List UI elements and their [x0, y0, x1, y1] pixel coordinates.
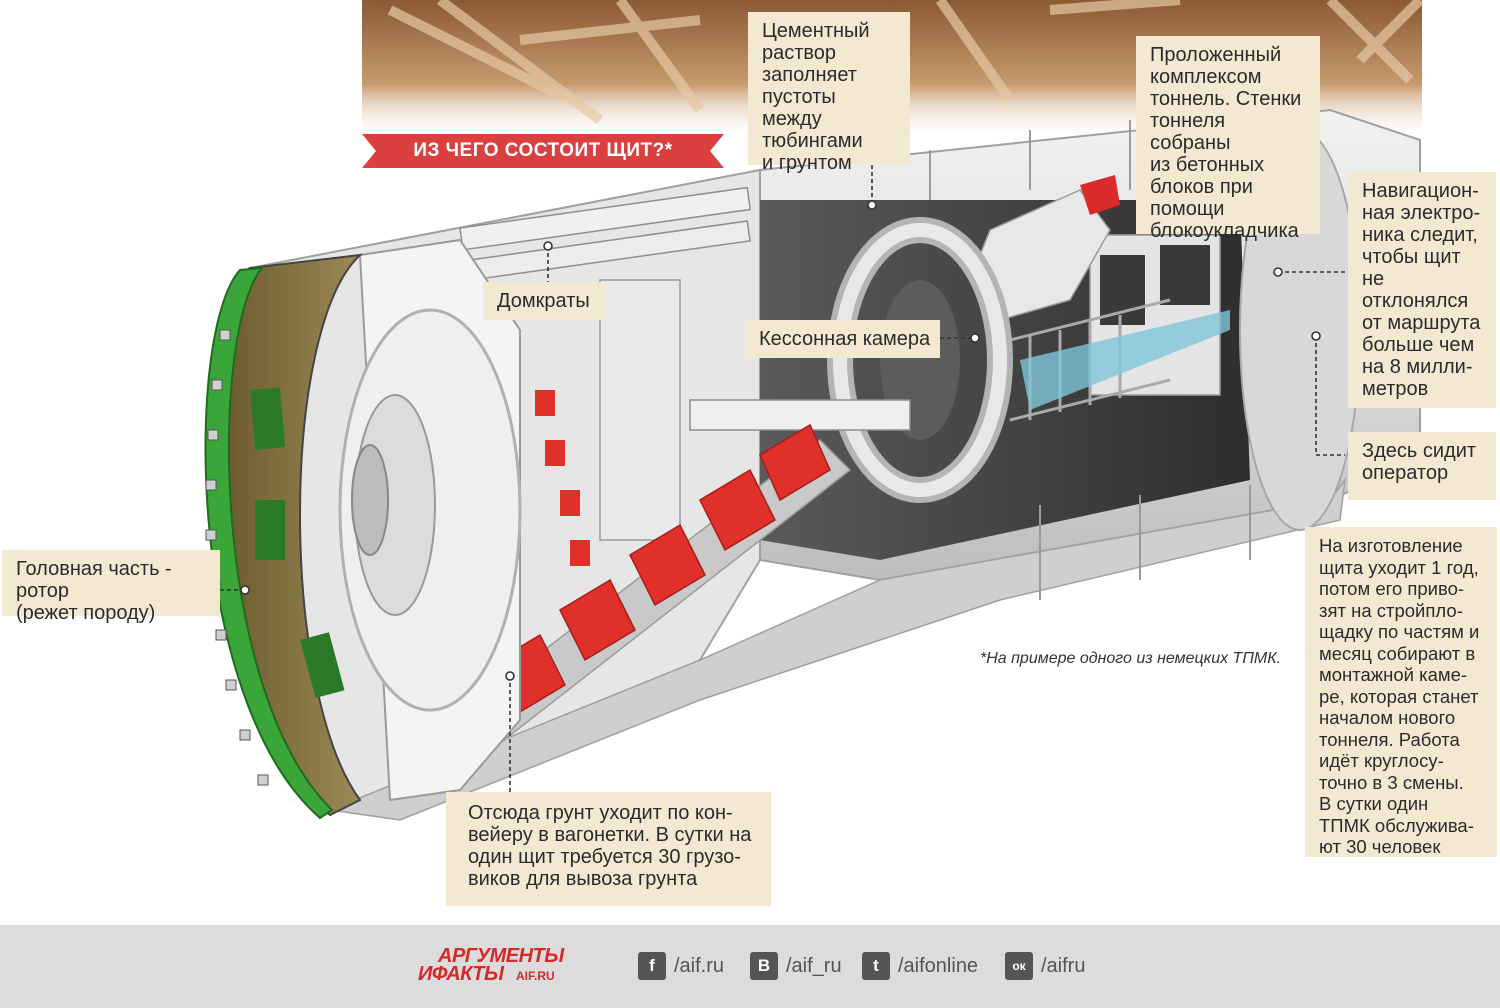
red-bolts [535, 390, 590, 566]
footer: АРГУМЕНТЫ ИФАКТЫ AIF.RU f /aif.ru В /aif… [0, 925, 1500, 1008]
label-rotor: Головная часть - ротор (режет породу) [2, 550, 220, 624]
twitter-icon: t [862, 952, 890, 980]
vk-handle: /aif_ru [786, 954, 842, 977]
label-navigation: Навигацион- ная электро- ника следит, чт… [1348, 172, 1496, 408]
odnoklassniki-handle: /aifru [1041, 954, 1086, 977]
social-odnoklassniki[interactable]: ок /aifru [1005, 951, 1085, 981]
cutter-head-rotor [204, 253, 363, 820]
label-production: На изготовление щита уходит 1 год, потом… [1305, 527, 1497, 857]
footnote: *На примере одного из немецких ТПМК. [980, 650, 1282, 667]
social-vk[interactable]: В /aif_ru [750, 951, 842, 981]
leader-lines [220, 165, 1345, 792]
ribbon-shape [362, 134, 724, 168]
label-tunnel: Проложенный комплексом тоннель. Стенки т… [1136, 36, 1320, 242]
aif-logo[interactable]: АРГУМЕНТЫ ИФАКТЫ AIF.RU [418, 945, 578, 987]
diagram-title: ИЗ ЧЕГО СОСТОИТ ЩИТ?* [413, 140, 673, 161]
vk-icon: В [750, 952, 778, 980]
label-soil: Отсюда грунт уходит по кон- вейеру в ваг… [446, 792, 771, 906]
logo-site: AIF.RU [516, 969, 555, 983]
social-twitter[interactable]: t /aifonline [862, 951, 978, 981]
label-cement: Цементный раствор заполняет пустоты межд… [748, 12, 910, 174]
rear-gantry [1009, 234, 1230, 422]
label-caisson: Кессонная камера [745, 320, 940, 358]
twitter-handle: /aifonline [898, 954, 979, 977]
label-jacks: Домкраты [483, 282, 605, 320]
logo-line2: ИФАКТЫ [418, 963, 504, 985]
thrust-jacks [459, 186, 911, 541]
facebook-icon: f [638, 952, 666, 980]
tbm-illustration [204, 0, 1424, 821]
logo-line1: АРГУМЕНТЫ [438, 945, 564, 967]
bulkhead [338, 238, 522, 802]
social-facebook[interactable]: f /aif.ru [638, 951, 724, 981]
label-operator: Здесь сидит оператор [1348, 432, 1496, 500]
title-ribbon: ИЗ ЧЕГО СОСТОИТ ЩИТ?* [362, 134, 724, 168]
facebook-handle: /aif.ru [674, 954, 725, 977]
tbm-diagram [204, 0, 1424, 821]
odnoklassniki-icon: ок [1005, 952, 1033, 980]
